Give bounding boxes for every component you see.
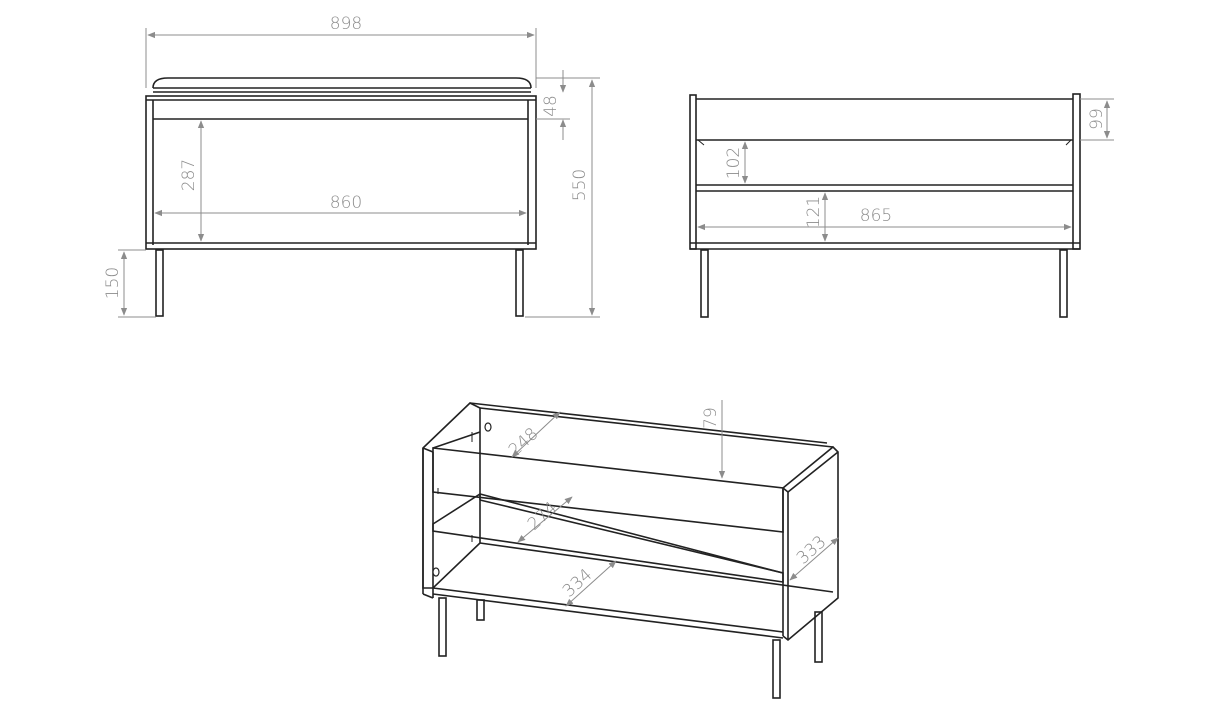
dim-board-gap: 79 bbox=[701, 407, 721, 429]
cabinet-body bbox=[145, 95, 537, 250]
dim-depth-top: 248 bbox=[505, 424, 543, 461]
dim-width-total: 898 bbox=[330, 14, 362, 34]
dim-bottom-depth: 334 bbox=[559, 565, 597, 602]
dim-inner-height: 287 bbox=[179, 159, 199, 191]
dim-inner-width: 860 bbox=[330, 193, 362, 213]
dim-top-gap: 99 bbox=[1087, 108, 1107, 130]
dim-shelf-gap: 102 bbox=[724, 147, 744, 179]
side-leg-right bbox=[1059, 249, 1068, 318]
leg-left bbox=[155, 249, 164, 317]
iso-leg-back-left bbox=[476, 599, 485, 621]
dim-seat-height: 48 bbox=[541, 95, 561, 117]
dim-bottom-gap: 121 bbox=[804, 196, 824, 228]
iso-leg-front-right bbox=[772, 639, 781, 699]
iso-view: 248 79 274 334 333 bbox=[422, 400, 839, 699]
iso-leg-back-right bbox=[814, 611, 823, 663]
leg-right bbox=[515, 249, 524, 317]
front-view: 898 48 550 287 860 150 bbox=[103, 14, 600, 318]
side-view: 99 102 121 865 bbox=[689, 93, 1114, 318]
dim-total-height: 550 bbox=[570, 169, 590, 201]
seat-cushion bbox=[152, 77, 532, 89]
dim-leg-height: 150 bbox=[103, 267, 123, 299]
iso-leg-front-left bbox=[438, 597, 447, 657]
side-leg-left bbox=[700, 249, 709, 318]
dim-inner-depth: 865 bbox=[860, 206, 892, 226]
dim-side-depth: 333 bbox=[793, 532, 831, 569]
